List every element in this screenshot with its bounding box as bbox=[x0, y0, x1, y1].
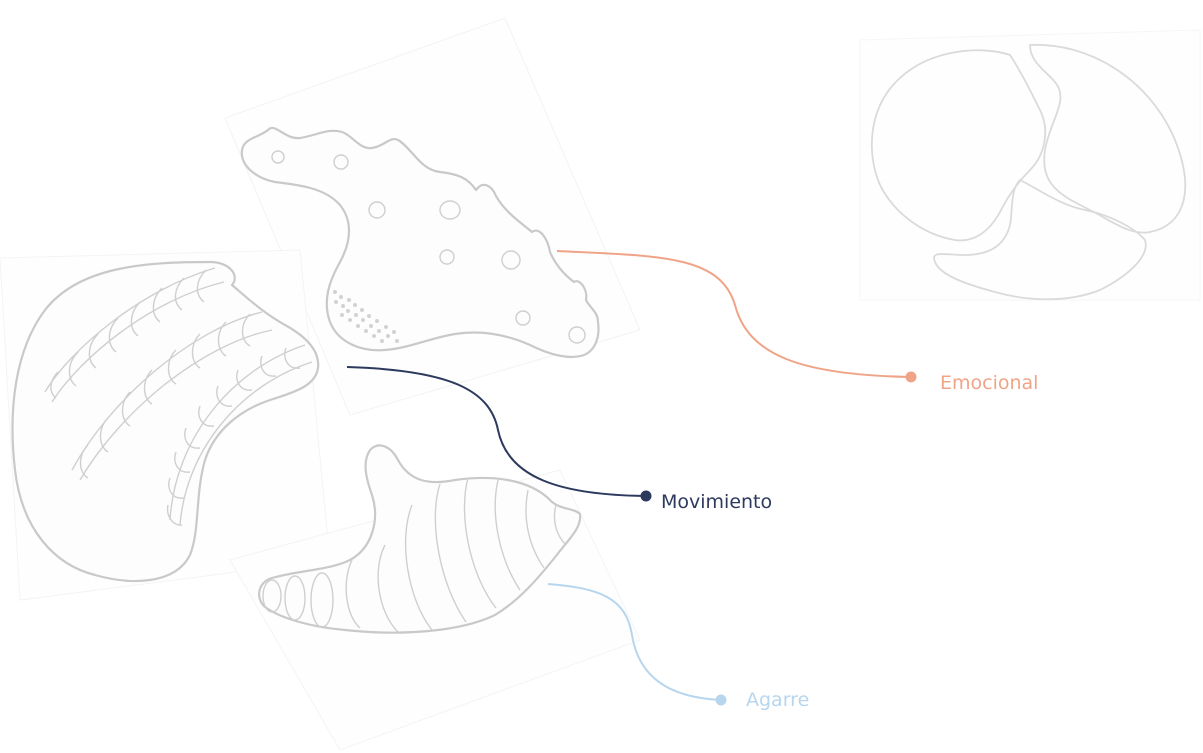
agarre-dot bbox=[716, 695, 727, 706]
agarre-label: Agarre bbox=[746, 689, 809, 711]
emocional-dot bbox=[906, 372, 917, 383]
emocional-label: Emocional bbox=[940, 372, 1038, 394]
movimiento-dot bbox=[641, 491, 652, 502]
movimiento-label: Movimiento bbox=[661, 491, 772, 513]
